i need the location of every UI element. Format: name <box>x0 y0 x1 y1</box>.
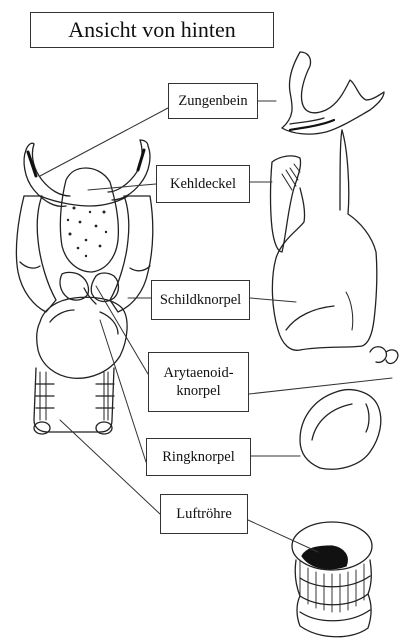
trachea-rings <box>292 522 372 637</box>
leader-epiglottis <box>88 184 156 190</box>
epiglottis-side <box>271 156 301 252</box>
leader-cricoid <box>100 320 146 462</box>
arytenoid-side <box>370 347 398 364</box>
thyroid-left-wing <box>16 196 56 312</box>
thyroid-side <box>272 130 376 350</box>
hyoid-bone <box>282 52 384 134</box>
label-epiglottis: Kehldeckel <box>156 165 250 203</box>
leader-arytenoid <box>96 286 148 374</box>
label-cricoid: Ringknorpel <box>146 438 251 476</box>
cricoid-plate <box>37 297 127 378</box>
page-title: Ansicht von hinten <box>30 12 274 48</box>
label-arytenoid-line2: knorpel <box>176 382 220 400</box>
label-arytenoid: Arytaenoid- knorpel <box>148 352 249 412</box>
larynx-back-view <box>16 140 152 434</box>
label-trachea: Luftröhre <box>160 494 248 534</box>
arytenoid-left <box>60 273 89 301</box>
leader-trachea <box>60 420 160 514</box>
label-hyoid: Zungenbein <box>168 83 258 119</box>
label-thyroid: Schildknorpel <box>151 280 250 320</box>
cricoid-side <box>300 390 381 470</box>
label-arytenoid-line1: Arytaenoid- <box>163 364 233 382</box>
